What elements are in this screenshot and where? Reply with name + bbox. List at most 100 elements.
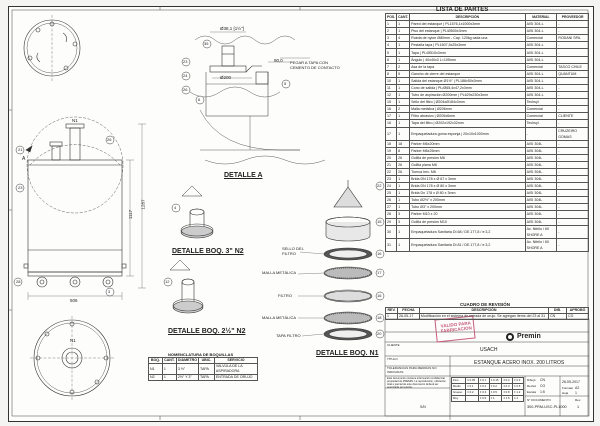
parts-list-cell: - bbox=[556, 224, 589, 239]
dim-200: Ø200 bbox=[220, 75, 232, 80]
balloon-24: 24 bbox=[183, 73, 188, 78]
parts-list-cell: - bbox=[556, 83, 589, 93]
parts-list-cell: Piso del estanque | PL/Ø500x3mm bbox=[409, 27, 526, 36]
doc-number: 300-PRM-USC-PL1000 bbox=[527, 405, 567, 409]
revision-title: CUADRO DE REVISIÓN bbox=[460, 302, 511, 307]
client-name: USACH bbox=[480, 347, 498, 353]
parts-list-cell: 1 bbox=[384, 20, 398, 29]
parts-list-title: LISTA DE PARTES bbox=[436, 7, 489, 13]
parts-list-cell: - bbox=[556, 91, 589, 100]
parts-list-cell: AISI 304L bbox=[524, 160, 558, 169]
parts-list-cell: QUANTUM bbox=[556, 69, 589, 78]
nozzle-cell: TAPA bbox=[198, 374, 215, 381]
parts-list-cell: 2 bbox=[396, 105, 411, 114]
parts-list-cell: Cono de salida | PL/Ø65,4x47,2x3mm bbox=[409, 83, 526, 93]
parts-list-cell: AISI 304L bbox=[524, 153, 558, 162]
parts-list-cell: - bbox=[556, 237, 589, 252]
parts-list-cell: 5 bbox=[396, 69, 411, 78]
parts-list-cell: 1 bbox=[396, 224, 411, 239]
parts-list-cell: - bbox=[556, 153, 589, 162]
label-mesh-1: MALLA METÁLICA bbox=[262, 270, 297, 275]
parts-list-cell: 1 bbox=[396, 20, 411, 29]
detail-boq3-title: DETALLE BOQ. 3" N2 bbox=[172, 248, 244, 255]
balloon-5: 5 bbox=[284, 81, 287, 86]
parts-list-cell: 8 bbox=[384, 69, 398, 78]
parts-list-cell: Tubo Ø3" x 200mm bbox=[409, 203, 526, 212]
balloon-12: 12 bbox=[165, 279, 170, 284]
label-n1-plan: N1 bbox=[70, 338, 76, 343]
parts-list-cell: AISI 304L bbox=[524, 182, 558, 191]
parts-list-cell: 3 bbox=[396, 217, 411, 226]
parts-list-cell: 1 bbox=[396, 196, 411, 205]
balloon-28: 28 bbox=[16, 279, 21, 284]
size-label: Formato bbox=[562, 386, 574, 390]
company-name: Premin bbox=[517, 333, 541, 340]
parts-list-cell: 26 bbox=[396, 160, 411, 169]
parts-list-cell: 3 bbox=[396, 210, 411, 219]
parts-list-cell: - bbox=[556, 27, 589, 36]
parts-list-cell: Parker M6x20mm bbox=[409, 139, 526, 148]
parts-list-cell: AISI 304L bbox=[524, 139, 558, 148]
parts-list-cell: 21 bbox=[384, 160, 398, 169]
parts-list-cell: - bbox=[556, 167, 589, 176]
parts-list-cell: 26 bbox=[396, 167, 411, 176]
parts-list-cell: 16 bbox=[384, 105, 398, 114]
parts-list-cell: AISI 304-L bbox=[524, 83, 558, 93]
parts-list-cell: 1 bbox=[396, 189, 411, 198]
parts-list-header-cell: POS. bbox=[384, 12, 398, 22]
nozzle-cell: 1 bbox=[161, 374, 177, 381]
parts-list-cell: 1 bbox=[396, 55, 411, 64]
parts-list-cell: - bbox=[556, 210, 589, 219]
balloon-18: 18 bbox=[377, 315, 382, 320]
rev-value: 1 bbox=[577, 405, 580, 409]
parts-list-cell: 17 bbox=[384, 126, 398, 141]
nozzle-cell: 3 ½" bbox=[175, 363, 200, 375]
parts-list-cell: AISI 304L bbox=[524, 167, 558, 176]
parts-list-cell: Techsyl bbox=[524, 119, 558, 128]
parts-list-header-cell: DESCRIPCIÓN bbox=[409, 12, 526, 22]
nozzle-cell: VALVULA DE LA ASPIRADORA bbox=[213, 363, 259, 375]
parts-list-cell: TASCO CHILE bbox=[556, 62, 589, 71]
balloons bbox=[13, 39, 385, 339]
balloon-17: 17 bbox=[377, 270, 382, 275]
parts-list-cell: AISI 304L bbox=[524, 210, 558, 219]
parts-list-cell: - bbox=[556, 196, 589, 205]
parts-list-cell: 18 bbox=[384, 139, 398, 148]
dim-width: 506 bbox=[70, 298, 78, 303]
parts-list-cell: AISI 304L bbox=[524, 189, 558, 198]
parts-list-cell: CLIENTE bbox=[556, 112, 589, 121]
tolerance-cell: ± 1.5 bbox=[501, 395, 514, 402]
parts-list-cell: 17 bbox=[384, 112, 398, 121]
parts-list-cell: Techsyl bbox=[524, 98, 558, 107]
parts-list-cell: Brida DN 178 x Ø 67 x 3mm bbox=[409, 174, 526, 184]
label-n1: N1 bbox=[72, 118, 78, 123]
balloon-20: 20 bbox=[377, 331, 382, 336]
parts-list-cell: Tuerca hex. M6 bbox=[409, 167, 526, 176]
parts-list-cell: Tapa | PL/Ø510x3mm bbox=[409, 48, 526, 57]
boq-n1-drawing bbox=[297, 180, 373, 341]
drawing-title: ESTANQUE ACERO INOX. 200 LITROS bbox=[474, 360, 565, 366]
parts-list-cell: - bbox=[556, 217, 589, 226]
balloon-26b: 26 bbox=[107, 137, 112, 142]
date-value: 26-05-2017 bbox=[562, 380, 580, 384]
revision-cell: 1 bbox=[385, 313, 398, 320]
nozzle-cell: 2½" Y 3" bbox=[175, 374, 200, 381]
revision-cell: 26-05-17 bbox=[396, 313, 420, 320]
nozzle-cell: ENTRADA DE ORUJO bbox=[213, 374, 259, 381]
balloon-4: 4 bbox=[174, 205, 177, 210]
parts-list-cell: 1 bbox=[396, 112, 411, 121]
parts-list-cell: Asa de la tapa bbox=[409, 62, 526, 71]
parts-list-cell: 4 bbox=[396, 34, 411, 43]
